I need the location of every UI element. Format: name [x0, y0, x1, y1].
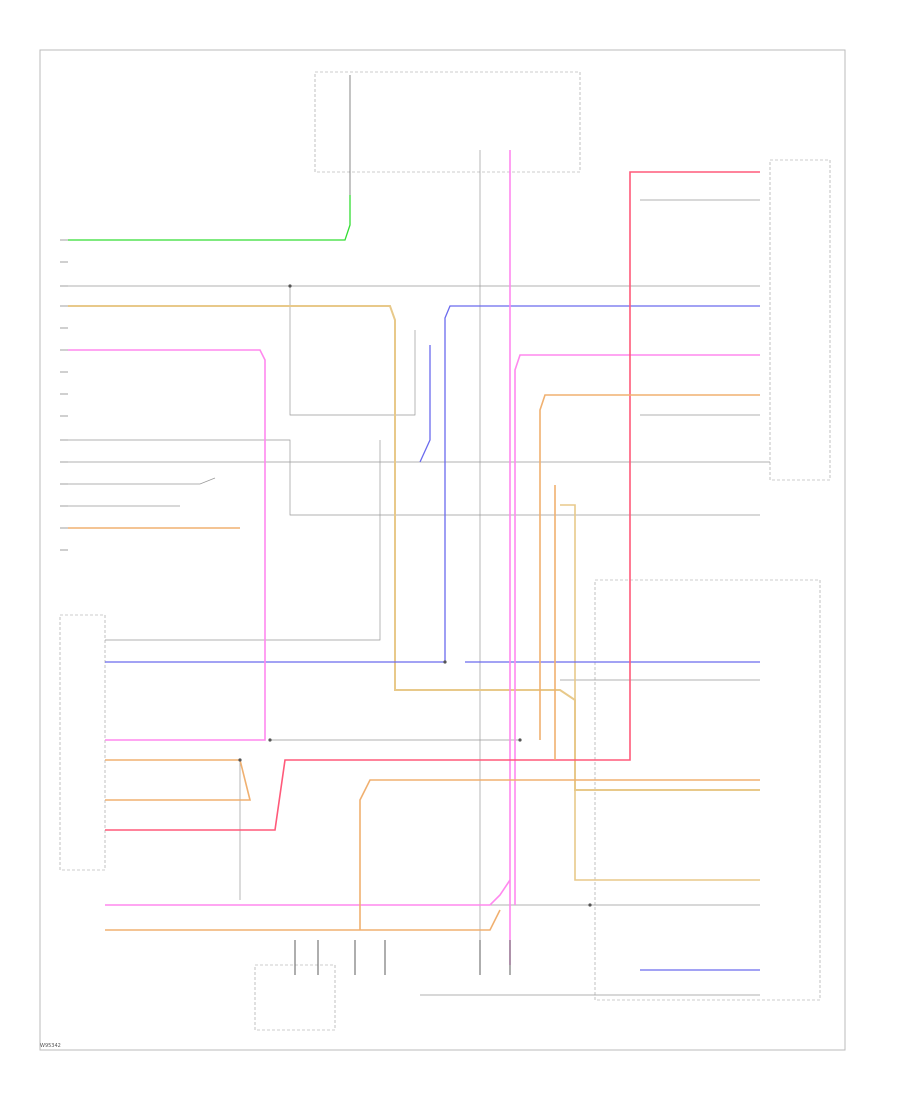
- splice-dot: [443, 660, 447, 664]
- wire-gray-left-module: [105, 440, 381, 641]
- wire-pink-left: [68, 349, 266, 741]
- module-left-outline: [59, 614, 106, 871]
- splice-dot: [238, 758, 242, 762]
- fuse-block-outline: [314, 71, 581, 173]
- wire-blue-small: [419, 345, 431, 463]
- splice-points: [238, 284, 592, 907]
- module-right-outline: [769, 159, 831, 481]
- splice-dot: [288, 284, 292, 288]
- wire-orange-4: [359, 779, 760, 930]
- wire-blue-top: [105, 305, 760, 663]
- wire-orange-5: [105, 909, 501, 931]
- splice-dot: [518, 738, 522, 742]
- wire-tan-lower: [560, 504, 760, 881]
- thin-wires: [68, 75, 770, 996]
- diagram-code: W95342: [40, 1043, 61, 1049]
- wire-red: [105, 171, 760, 831]
- wire-orange-3: [105, 759, 252, 801]
- wire-green: [68, 195, 351, 241]
- wire-pink-bottom: [105, 879, 511, 906]
- wire-gray-440: [68, 439, 760, 516]
- bottom-connectors: [294, 940, 511, 975]
- splice-dot: [588, 903, 592, 907]
- wire-tan: [68, 305, 760, 791]
- wire-gray-loop: [289, 286, 416, 416]
- splice-dot: [268, 738, 272, 742]
- wire-orange-2: [539, 394, 760, 740]
- wire-gray-484: [68, 477, 216, 485]
- wire-pink-right: [514, 354, 760, 905]
- left-connector-pins: [60, 239, 68, 551]
- diagram-frame: [39, 49, 846, 1051]
